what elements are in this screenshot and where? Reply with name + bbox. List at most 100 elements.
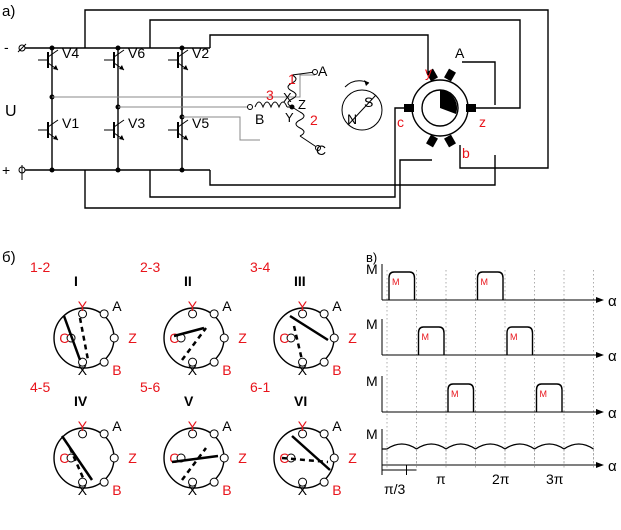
terminal-label: A: [332, 298, 342, 314]
field-vector: [181, 327, 207, 361]
terminal-marker: [298, 357, 308, 367]
winding-label-x: X: [283, 90, 292, 105]
ripple-curve: [382, 443, 594, 450]
terminal-label: B: [332, 362, 341, 378]
x-axis-arrow: [596, 297, 604, 303]
torque-pulse: [506, 326, 534, 355]
terminal-marker: [78, 477, 88, 487]
terminal-label: Y: [188, 298, 198, 314]
terminal-label: Z: [348, 450, 357, 466]
terminal-marker: [188, 477, 198, 487]
terminal-marker: [99, 309, 109, 319]
terminal-marker: [78, 357, 88, 367]
terminal-marker: [188, 429, 198, 439]
terminal-label: Y: [78, 298, 88, 314]
winding-label-b: B: [255, 111, 264, 127]
terminal-marker: [219, 453, 229, 463]
transistor-v5: V5: [168, 115, 209, 141]
field-vector: [68, 447, 86, 481]
terminal-label: B: [112, 362, 121, 378]
coil-number-3: 3: [266, 87, 274, 103]
terminal-label: Z: [128, 450, 137, 466]
winding-label-c: C: [316, 142, 326, 158]
y-axis-label: M: [366, 426, 378, 442]
y-axis-label: M: [366, 261, 378, 277]
terminal-marker: [329, 333, 339, 343]
y-axis-label: M: [366, 373, 378, 389]
terminal-marker: [188, 309, 198, 319]
x-axis-label: α: [608, 348, 617, 365]
coil-number-1: 1: [288, 71, 296, 87]
terminal-marker: [109, 453, 119, 463]
terminal-marker: [319, 429, 329, 439]
winding-label-a: A: [318, 63, 328, 79]
transistor-v6: V6: [104, 45, 145, 71]
state-roman-label: V: [184, 393, 194, 409]
terminal-marker: [99, 357, 109, 367]
state-roman-label: III: [294, 273, 306, 289]
stator: [404, 68, 476, 148]
terminal-label: B: [222, 482, 231, 498]
voltage-label: U: [5, 103, 17, 120]
series-row-4: Mα: [366, 426, 617, 475]
terminal-label: Y: [298, 298, 308, 314]
transistor-label: V6: [128, 45, 145, 61]
terminal-marker: [209, 309, 219, 319]
x-axis-label: α: [608, 293, 617, 310]
terminal-marker: [109, 333, 119, 343]
x-axis-label: α: [608, 405, 617, 422]
x-tick-label: π/3: [384, 481, 406, 497]
coil-number-2: 2: [310, 112, 318, 128]
terminal-label: Z: [128, 330, 137, 346]
transistor-v1: V1: [38, 115, 79, 141]
stator-a: A: [455, 45, 465, 61]
torque-pulse: [388, 271, 416, 300]
terminal-label: B: [332, 482, 341, 498]
x-axis-label: α: [608, 458, 617, 475]
terminal-label: Z: [348, 330, 357, 346]
terminal-label: Y: [298, 418, 308, 434]
part-a-label: а): [2, 3, 15, 20]
terminal-label: Z: [238, 330, 247, 346]
terminal-marker: [329, 453, 339, 463]
rotor-n: N: [347, 111, 357, 127]
terminal-label: X: [188, 362, 198, 378]
state-roman-label: I: [74, 273, 78, 289]
transistor-v2: V2: [168, 45, 209, 71]
terminal-label: Y: [188, 418, 198, 434]
field-vector: [171, 454, 219, 464]
terminal-label: Z: [238, 450, 247, 466]
terminal-label: C: [279, 330, 289, 346]
state-step-label: 5-6: [140, 379, 160, 395]
terminal-marker: [209, 477, 219, 487]
x-tick-label: π: [436, 471, 446, 487]
pulse-label: M: [392, 277, 400, 287]
field-vector: [181, 447, 207, 481]
x-axis-arrow: [596, 462, 604, 468]
terminal-marker: [99, 477, 109, 487]
torque-pulse: [447, 383, 475, 412]
terminal-label: C: [169, 330, 179, 346]
terminal-marker: [78, 309, 88, 319]
minus-terminal: -: [4, 39, 9, 55]
x-tick-label: 3π: [546, 471, 564, 487]
pulse-label: M: [422, 332, 430, 342]
terminal-marker: [209, 357, 219, 367]
state-roman-label: II: [184, 273, 192, 289]
state-roman-label: VI: [294, 393, 307, 409]
terminal-marker: [188, 357, 198, 367]
state-step-label: 2-3: [140, 259, 160, 275]
x-axis-arrow: [596, 409, 604, 415]
terminal-marker: [219, 333, 229, 343]
transistor-label: V3: [128, 115, 145, 131]
winding-label-y: Y: [285, 110, 294, 125]
